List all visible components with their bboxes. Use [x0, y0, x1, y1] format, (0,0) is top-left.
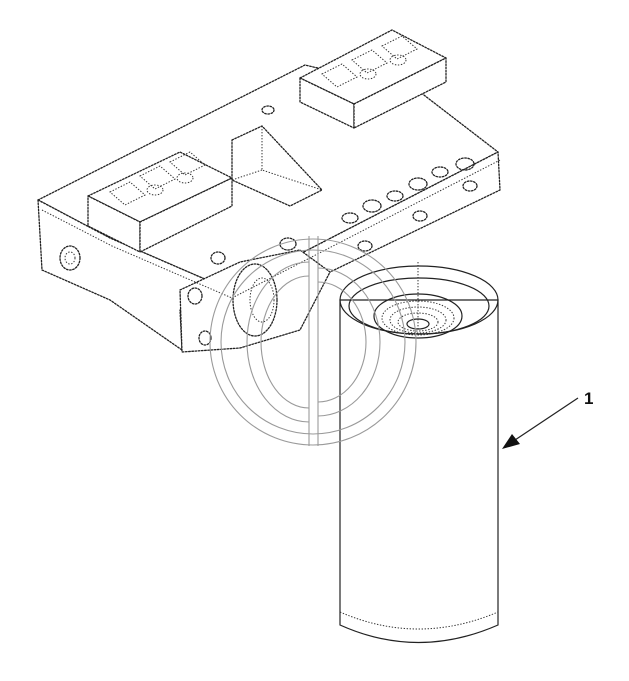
sensor-block-left: [87, 151, 233, 253]
sensor-block-top: [299, 29, 447, 129]
callout-1: 1: [502, 389, 593, 449]
callout-label-1: 1: [584, 389, 593, 408]
filter-cartridge: [339, 262, 499, 643]
callout-arrowhead: [502, 434, 520, 449]
cd-logo-icon: [209, 236, 417, 446]
